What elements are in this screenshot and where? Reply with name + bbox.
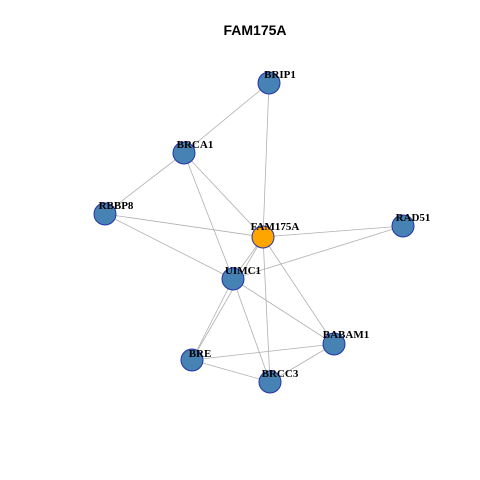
node-label-rbbp8: RBBP8 [99, 200, 134, 212]
edge-brca1-fam175a [183, 152, 264, 238]
edge-bre-brcc3 [191, 359, 271, 383]
edge-brca1-uimc1 [183, 152, 234, 280]
edge-fam175a-rad51 [262, 225, 404, 238]
edge-rbbp8-uimc1 [104, 213, 234, 280]
edge-uimc1-bre [191, 278, 234, 361]
edge-uimc1-babam1 [232, 278, 335, 345]
node-label-brip1: BRIP1 [264, 69, 296, 81]
node-label-bre: BRE [189, 348, 212, 360]
edge-fam175a-brcc3 [262, 236, 271, 383]
node-label-brca1: BRCA1 [177, 139, 214, 151]
node-label-uimc1: UIMC1 [225, 265, 261, 277]
edge-fam175a-babam1 [262, 236, 335, 345]
edge-brca1-rbbp8 [104, 152, 185, 215]
edge-brcc3-babam1 [269, 343, 335, 383]
edge-brip1-fam175a [262, 82, 270, 238]
node-brcc3[interactable] [258, 370, 282, 394]
edges-layer [104, 82, 404, 383]
node-label-babam1: BABAM1 [323, 329, 369, 341]
node-uimc1[interactable] [221, 267, 245, 291]
node-bre[interactable] [180, 348, 204, 372]
node-label-fam175a: FAM175A [251, 221, 300, 233]
nodes-layer [93, 71, 415, 394]
node-rbbp8[interactable] [93, 202, 117, 226]
edge-rbbp8-fam175a [104, 213, 264, 238]
node-label-brcc3: BRCC3 [262, 368, 299, 380]
edge-bre-babam1 [191, 343, 335, 361]
node-rad51[interactable] [391, 214, 415, 238]
edge-uimc1-brcc3 [232, 278, 271, 383]
node-brca1[interactable] [172, 141, 196, 165]
edge-brip1-brca1 [183, 82, 270, 154]
node-babam1[interactable] [322, 332, 346, 356]
edge-rad51-uimc1 [232, 225, 404, 280]
node-fam175a[interactable] [251, 225, 275, 249]
node-label-rad51: RAD51 [396, 212, 431, 224]
node-brip1[interactable] [257, 71, 281, 95]
edge-fam175a-bre [191, 236, 264, 361]
graph-title: FAM175A [223, 22, 286, 38]
